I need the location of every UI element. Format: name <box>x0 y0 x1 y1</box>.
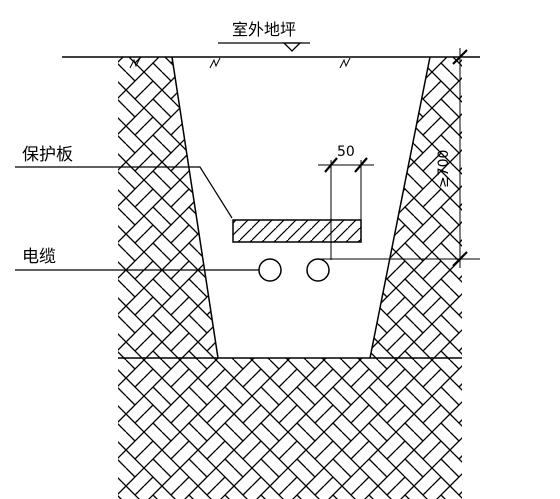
dim-tick <box>324 157 338 173</box>
break-mark <box>129 57 141 69</box>
break-mark <box>209 57 221 69</box>
cable-left <box>258 258 282 282</box>
min-depth-dimension-label: ≥700 <box>436 150 452 188</box>
ground-level-marker <box>282 42 302 52</box>
protective-board-label: 保护板 <box>22 145 73 165</box>
cable-label: 电缆 <box>22 247 56 267</box>
cable-right <box>306 258 330 282</box>
soil-hatching <box>118 57 462 499</box>
protective-board <box>232 219 362 243</box>
dim-tick <box>452 251 468 267</box>
spacing-dimension-label: 50 <box>337 144 355 160</box>
dim-tick <box>354 157 368 173</box>
trench-right-wall <box>369 56 431 359</box>
ground-label: 室外地坪 <box>232 20 296 39</box>
trench-left-wall <box>171 56 219 359</box>
dim-tick <box>452 49 468 65</box>
break-mark <box>339 57 351 69</box>
leader-protective-board <box>15 166 233 219</box>
